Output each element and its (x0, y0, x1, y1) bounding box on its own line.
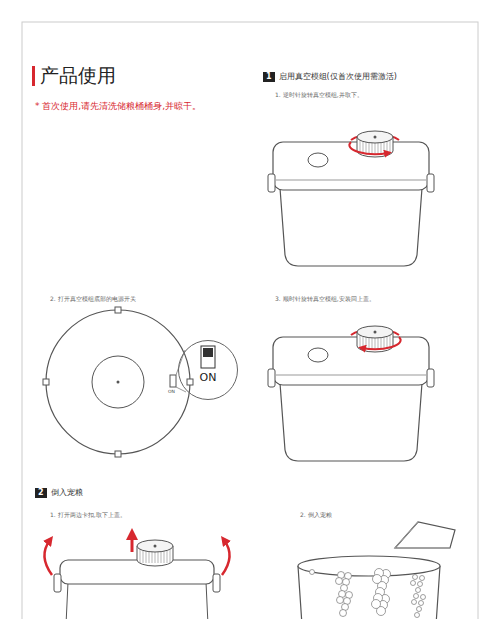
zoom-circle: ON (178, 340, 238, 400)
page-frame (22, 22, 478, 619)
lid-removal (44, 534, 229, 619)
step-number: 2 (35, 488, 47, 498)
title-bar (32, 66, 35, 86)
switch-on-label: ON (179, 372, 237, 384)
step-text: 2. 打开真空模组底部的电源开关 (50, 295, 136, 302)
step-heading: 2 倒入宠粮 (35, 488, 83, 498)
step-text: 1. 逆时针旋转真空模组,并取下。 (275, 91, 363, 98)
note: * 首次使用,请先清洗储粮桶桶身,并晾干。 (35, 101, 201, 112)
step-title: 倒入宠粮 (51, 488, 83, 497)
storage-bin (268, 131, 434, 266)
step-text: 3. 顺时针旋转真空模组,安装回上盖。 (275, 295, 375, 302)
switch-label: ON (168, 389, 175, 394)
storage-bin (268, 326, 434, 461)
step-heading: 1 启用真空模组(仅首次使用需激活) (263, 72, 397, 82)
module-base (43, 307, 215, 457)
step-number: 1 (263, 72, 275, 82)
page-title: 产品使用 (40, 64, 116, 87)
pouring-food (298, 522, 455, 619)
step-text: 2. 倒入宠粮 (300, 511, 332, 518)
step-title: 启用真空模组(仅首次使用需激活) (279, 72, 397, 81)
step-text: 1. 打开两边卡扣,取下上盖。 (50, 511, 126, 518)
